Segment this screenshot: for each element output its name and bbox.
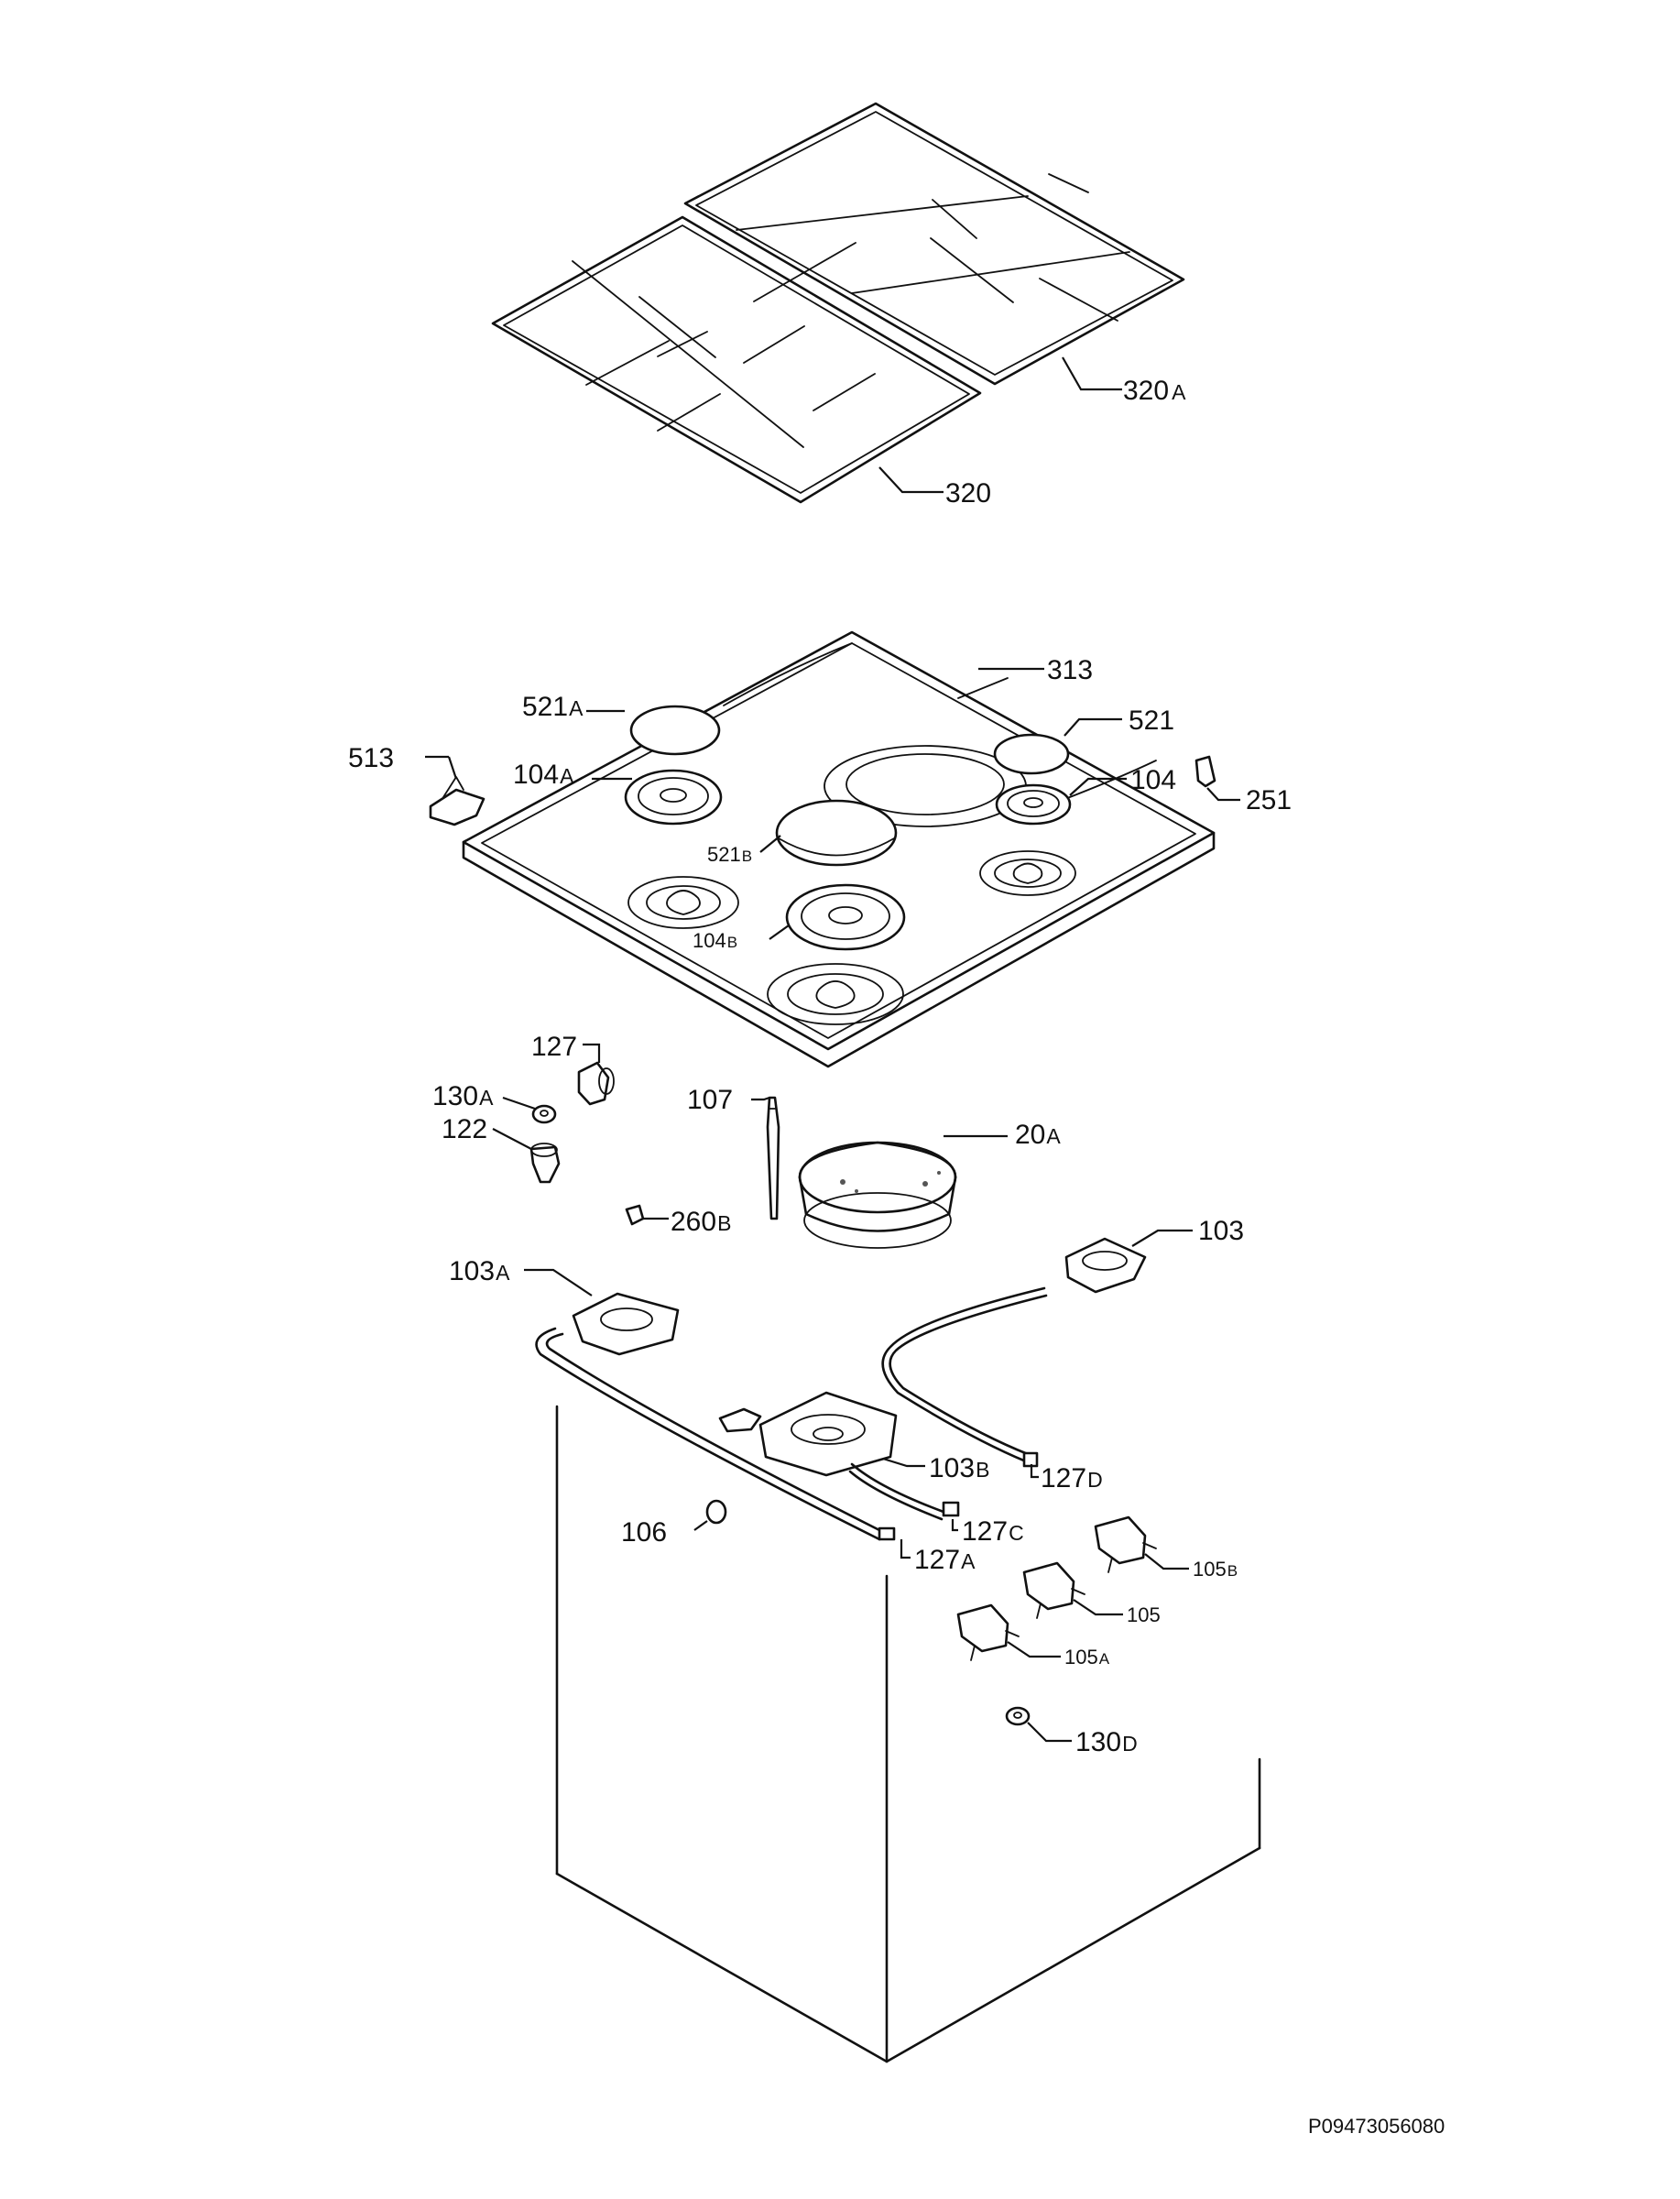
flame-spreader-104[interactable] — [995, 783, 1072, 826]
injector-left[interactable] — [718, 1407, 762, 1433]
label-521: 521 — [1129, 706, 1174, 736]
label-127c: 127C — [962, 1516, 1024, 1547]
flame-spreader-104b[interactable] — [785, 883, 906, 951]
label-127: 127 — [531, 1032, 577, 1062]
label-521b: 521B — [707, 843, 752, 866]
gas-pipe-127d[interactable] — [881, 1286, 1048, 1468]
pan-support-320[interactable] — [491, 215, 982, 504]
washer-130d[interactable] — [1005, 1706, 1031, 1726]
label-122: 122 — [442, 1114, 487, 1144]
label-107: 107 — [687, 1085, 733, 1115]
label-103a: 103A — [449, 1256, 510, 1286]
cabinet — [555, 1405, 1261, 2063]
label-105: 105 — [1127, 1603, 1161, 1626]
label-260b: 260B — [671, 1207, 731, 1237]
label-127d: 127D — [1041, 1463, 1103, 1493]
drawing-code: P09473056080 — [1308, 2115, 1445, 2138]
pan-support-320a[interactable] — [683, 102, 1185, 386]
burner-base-103b[interactable] — [758, 1391, 898, 1477]
burner-cap-521b[interactable] — [775, 799, 898, 867]
gas-valve-105b[interactable] — [1094, 1515, 1157, 1573]
gas-valve-105[interactable] — [1022, 1561, 1085, 1619]
fitting-122[interactable] — [529, 1143, 561, 1184]
leader-lines — [425, 356, 1240, 1743]
label-105a: 105A — [1064, 1646, 1110, 1668]
part-106[interactable] — [705, 1499, 727, 1525]
burner-base-103[interactable] — [1064, 1237, 1147, 1294]
label-103b: 103B — [929, 1453, 989, 1483]
label-104a: 104A — [513, 760, 574, 790]
label-251: 251 — [1246, 785, 1292, 815]
label-104b: 104B — [693, 929, 737, 952]
label-105b: 105B — [1193, 1558, 1238, 1581]
gas-pipe-127c[interactable] — [848, 1462, 960, 1521]
label-521a: 521A — [522, 692, 584, 722]
label-106: 106 — [621, 1517, 667, 1548]
label-130d: 130D — [1075, 1727, 1138, 1757]
burner-20a[interactable] — [798, 1141, 957, 1249]
label-313: 313 — [1047, 655, 1093, 685]
thermocouple-107[interactable] — [766, 1096, 780, 1220]
label-513: 513 — [348, 743, 394, 773]
gas-valve-105a[interactable] — [956, 1603, 1020, 1661]
label-104: 104 — [1130, 765, 1176, 795]
label-103: 103 — [1198, 1216, 1244, 1246]
flame-spreader-104a[interactable] — [624, 769, 723, 826]
part-260b[interactable] — [625, 1204, 645, 1226]
label-130a: 130A — [432, 1081, 494, 1111]
elbow-connector-127[interactable] — [577, 1061, 615, 1106]
washer-130a[interactable] — [531, 1104, 557, 1124]
burner-cap-521[interactable] — [993, 733, 1070, 775]
label-320: 320 — [945, 478, 991, 509]
label-127a: 127A — [914, 1545, 976, 1575]
part-251[interactable] — [1195, 755, 1216, 788]
hob-top-313[interactable] — [462, 630, 1216, 1068]
label-20a: 20A — [1015, 1120, 1061, 1150]
clip-513[interactable] — [429, 776, 485, 826]
burner-base-103a[interactable] — [572, 1292, 680, 1356]
gas-pipe-127a[interactable] — [535, 1327, 896, 1541]
burner-cap-521a[interactable] — [629, 705, 721, 756]
